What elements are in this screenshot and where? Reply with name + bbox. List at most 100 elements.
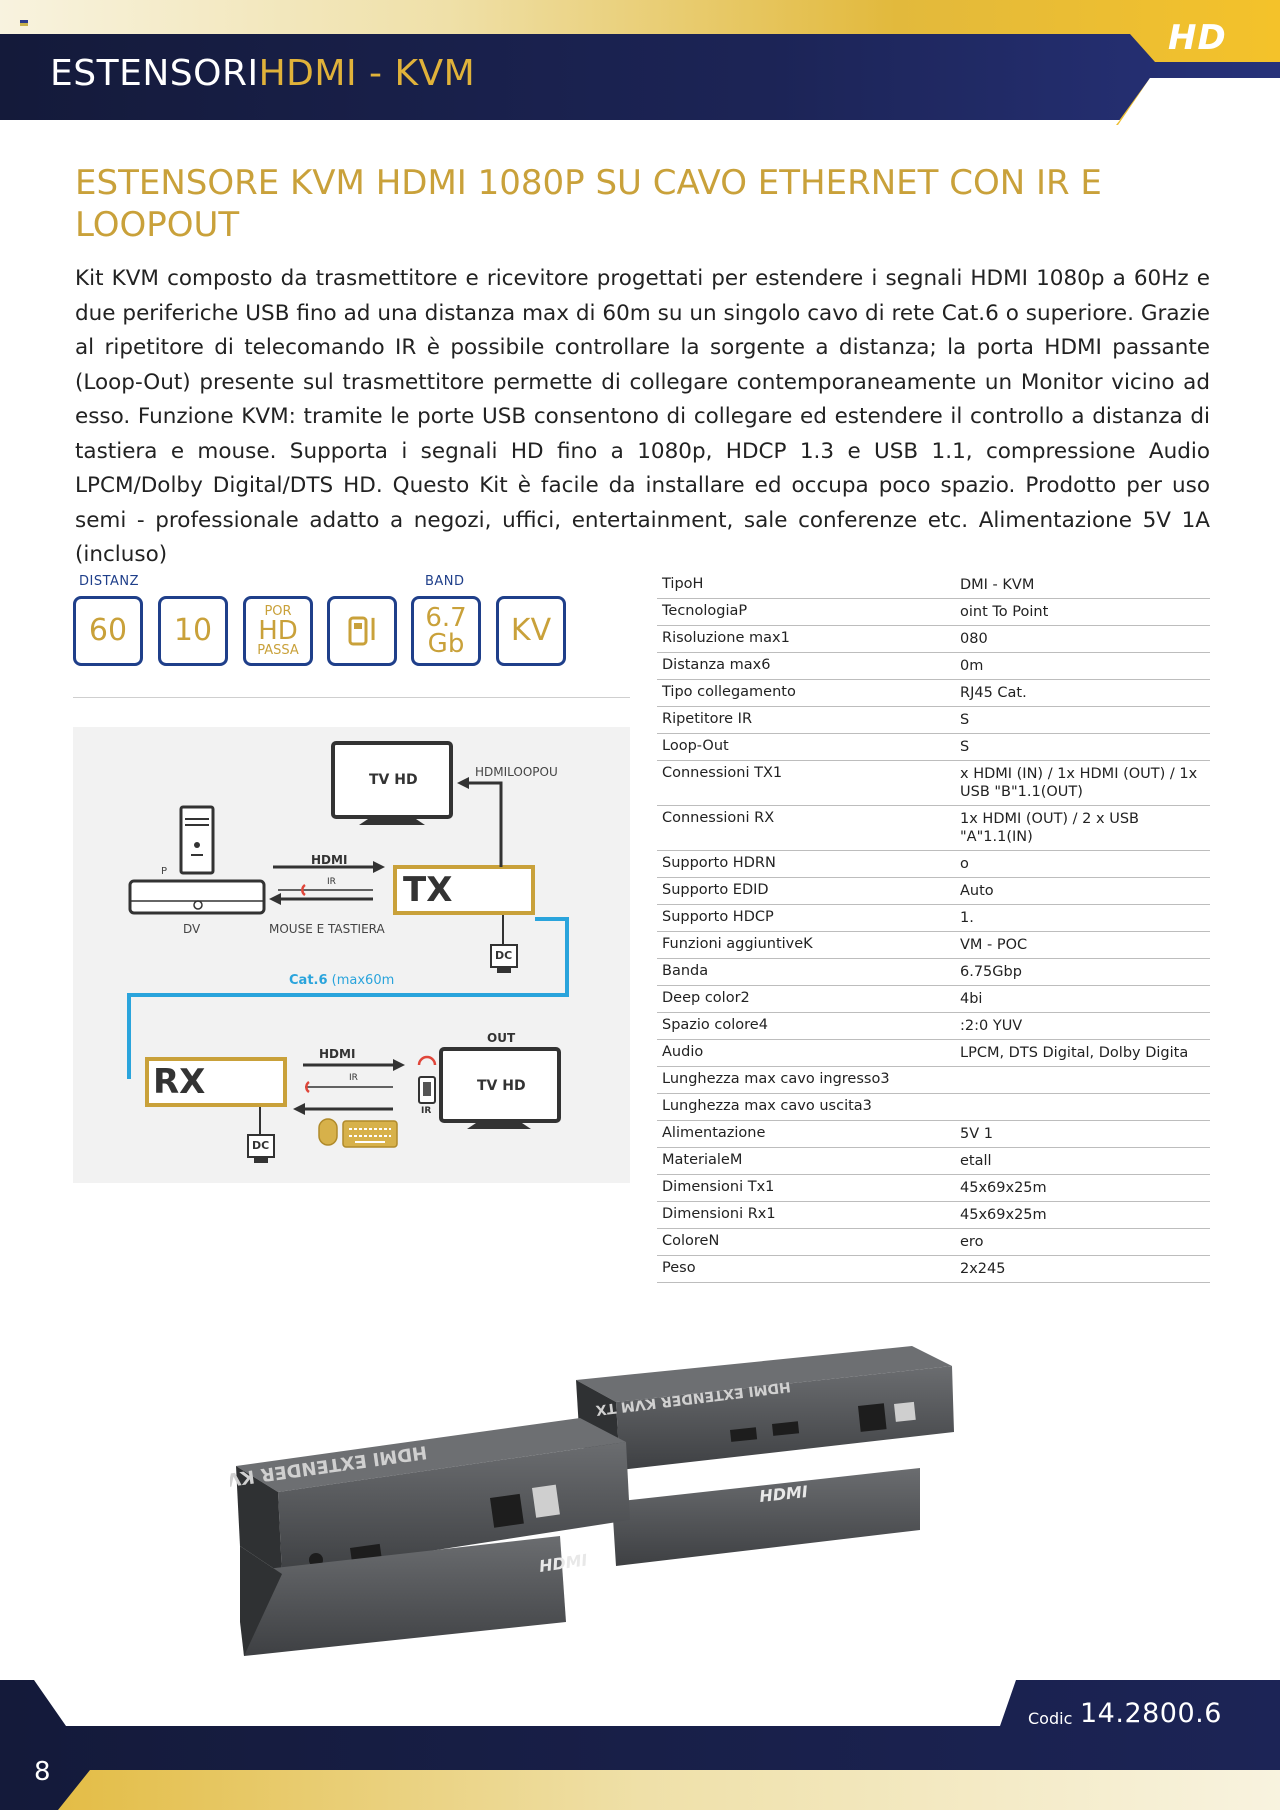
product-title: ESTENSORE KVM HDMI 1080P SU CAVO ETHERNE… [75,163,1102,245]
header-banner-icon [0,0,1280,125]
feature-ir-value: I [368,613,378,648]
feature-bandwidth: 6.7 Gb [411,596,481,666]
section-title-white: ESTENSORI [50,53,259,94]
diagram-hdmi-2: HDMI [319,1047,356,1061]
remote-control-icon [348,616,368,646]
spec-value: 2x245 [960,1261,1006,1277]
spec-key: Loop-Out [662,738,729,754]
feature-bandwidth-top: 6.7 [425,603,467,633]
spec-row: Banda 6.75Gbp [657,959,1210,986]
diagram-drawing-icon [127,741,569,1163]
feature-passthrough-bot: PASSA [257,643,299,658]
feature-passthrough-top: POR [264,604,292,619]
spec-value: 45x69x25m [960,1207,1047,1223]
spec-key: Connessioni RX [662,810,775,826]
diagram-cat6-rest: (max60m [331,973,395,988]
spec-key: Lunghezza max cavo uscita3 [662,1098,872,1114]
spec-key: Alimentazione [662,1125,766,1141]
code-value: 14.2800.6 [1080,1698,1222,1729]
spec-key: TipoH [662,576,704,592]
spec-value: oint To Point [960,604,1049,620]
diagram-dvd-label: DV [183,922,201,936]
spec-key: ColoreN [662,1233,720,1249]
diagram-hdmi-loopout: HDMILOOPOU [475,765,558,779]
spec-key: Peso [662,1260,696,1276]
spec-row: Connessioni RX 1x HDMI (OUT) / 2 x USB "A… [657,806,1210,851]
spec-value: LPCM, DTS Digital, Dolby Digita [960,1045,1189,1061]
spec-row: Dimensioni Tx1 45x69x25m [657,1175,1210,1202]
spec-key: Tipo collegamento [662,684,796,700]
spec-key: Dimensioni Rx1 [662,1206,776,1222]
spec-row: Audio LPCM, DTS Digital, Dolby Digita [657,1040,1210,1067]
spec-value: 080 [960,631,988,647]
spec-value: 1x HDMI (OUT) / 2 x USB "A"1.1(IN) [960,811,1139,845]
diagram-ir-1: IR [327,877,336,887]
spec-value: :2:0 YUV [960,1018,1023,1034]
spec-value: 0m [960,658,984,674]
photo-brand-1: HDMI [758,1482,808,1506]
spec-key: Supporto HDCP [662,909,774,925]
feature-distance-value: 60 [88,613,128,648]
hd-logo: HD [1168,18,1227,58]
spec-value: Auto [960,883,994,899]
spec-row: Ripetitore IR S [657,707,1210,734]
connection-diagram: TV HD HDMILOOPOU HDMI IR TX P DV MOUSE E… [73,727,630,1183]
spec-row: Connessioni TX1 x HDMI (IN) / 1x HDMI (OU… [657,761,1210,806]
spec-row: Distanza max6 0m [657,653,1210,680]
spec-key: Deep color2 [662,990,750,1006]
footer-banner-icon [0,1680,1280,1810]
spec-key: Funzioni aggiuntiveK [662,936,813,952]
divider [73,697,630,698]
diagram-mouse-keyboard: MOUSE E TASTIERA [269,922,385,936]
page-number: 8 [34,1757,51,1787]
feature-bandwidth-bot: Gb [427,629,465,659]
spec-value: S [960,712,970,728]
spec-key: Audio [662,1044,704,1060]
spec-key: Lunghezza max cavo ingresso3 [662,1071,890,1087]
feature-label-distance: DISTANZ [79,574,140,589]
spec-row: Peso 2x245 [657,1256,1210,1283]
spec-value: 45x69x25m [960,1180,1047,1196]
feature-hdmi-passthrough: POR HD PASSA [243,596,313,666]
spec-key: Connessioni TX1 [662,765,783,781]
spec-row: Lunghezza max cavo uscita3 [657,1094,1210,1121]
diagram-p-label: P [161,866,168,877]
spec-value: 5V 1 [960,1126,993,1142]
spec-row: Dimensioni Rx1 45x69x25m [657,1202,1210,1229]
spec-value: 1. [960,910,974,926]
spec-value: S [960,739,970,755]
spec-key: Supporto EDID [662,882,769,898]
spec-row: Loop-Out S [657,734,1210,761]
feature-kvm: KV [496,596,566,666]
diagram-cat6-bold: Cat.6 [289,973,328,988]
spec-key: Ripetitore IR [662,711,753,727]
spec-row: TecnologiaP oint To Point [657,599,1210,626]
diagram-out-label: OUT [487,1031,516,1045]
diagram-tv-bottom: TV HD [477,1078,526,1094]
diagram-rx-label: RX [153,1062,206,1102]
product-photo: HDMI EXTENDER KVM RX HDMI EXTENDER KVM T… [174,1322,960,1662]
product-description: Kit KVM composto da trasmettitore e rice… [75,266,1210,567]
diagram-dc-1: DC [495,949,513,962]
spec-row: ColoreN ero [657,1229,1210,1256]
diagram-dc-2: DC [252,1139,270,1152]
spec-row: Alimentazione 5V 1 [657,1121,1210,1148]
feature-distance: 60 [73,596,143,666]
spec-key: Distanza max6 [662,657,771,673]
section-title: ESTENSORIHDMI - KVM [50,53,475,94]
section-title-gold: HDMI - KVM [258,53,476,94]
spec-value: x HDMI (IN) / 1x HDMI (OUT) / 1x USB "B"… [960,766,1198,800]
spec-key: TecnologiaP [662,603,748,619]
spec-value: 6.75Gbp [960,964,1022,980]
diagram-tx-label: TX [403,870,453,910]
spec-key: Banda [662,963,709,979]
spec-value: ero [960,1234,984,1250]
spec-key: Spazio colore4 [662,1017,768,1033]
feature-ir: I [327,596,397,666]
diagram-cat6: Cat.6 (max60m [289,974,394,987]
spec-key: Dimensioni Tx1 [662,1179,775,1195]
